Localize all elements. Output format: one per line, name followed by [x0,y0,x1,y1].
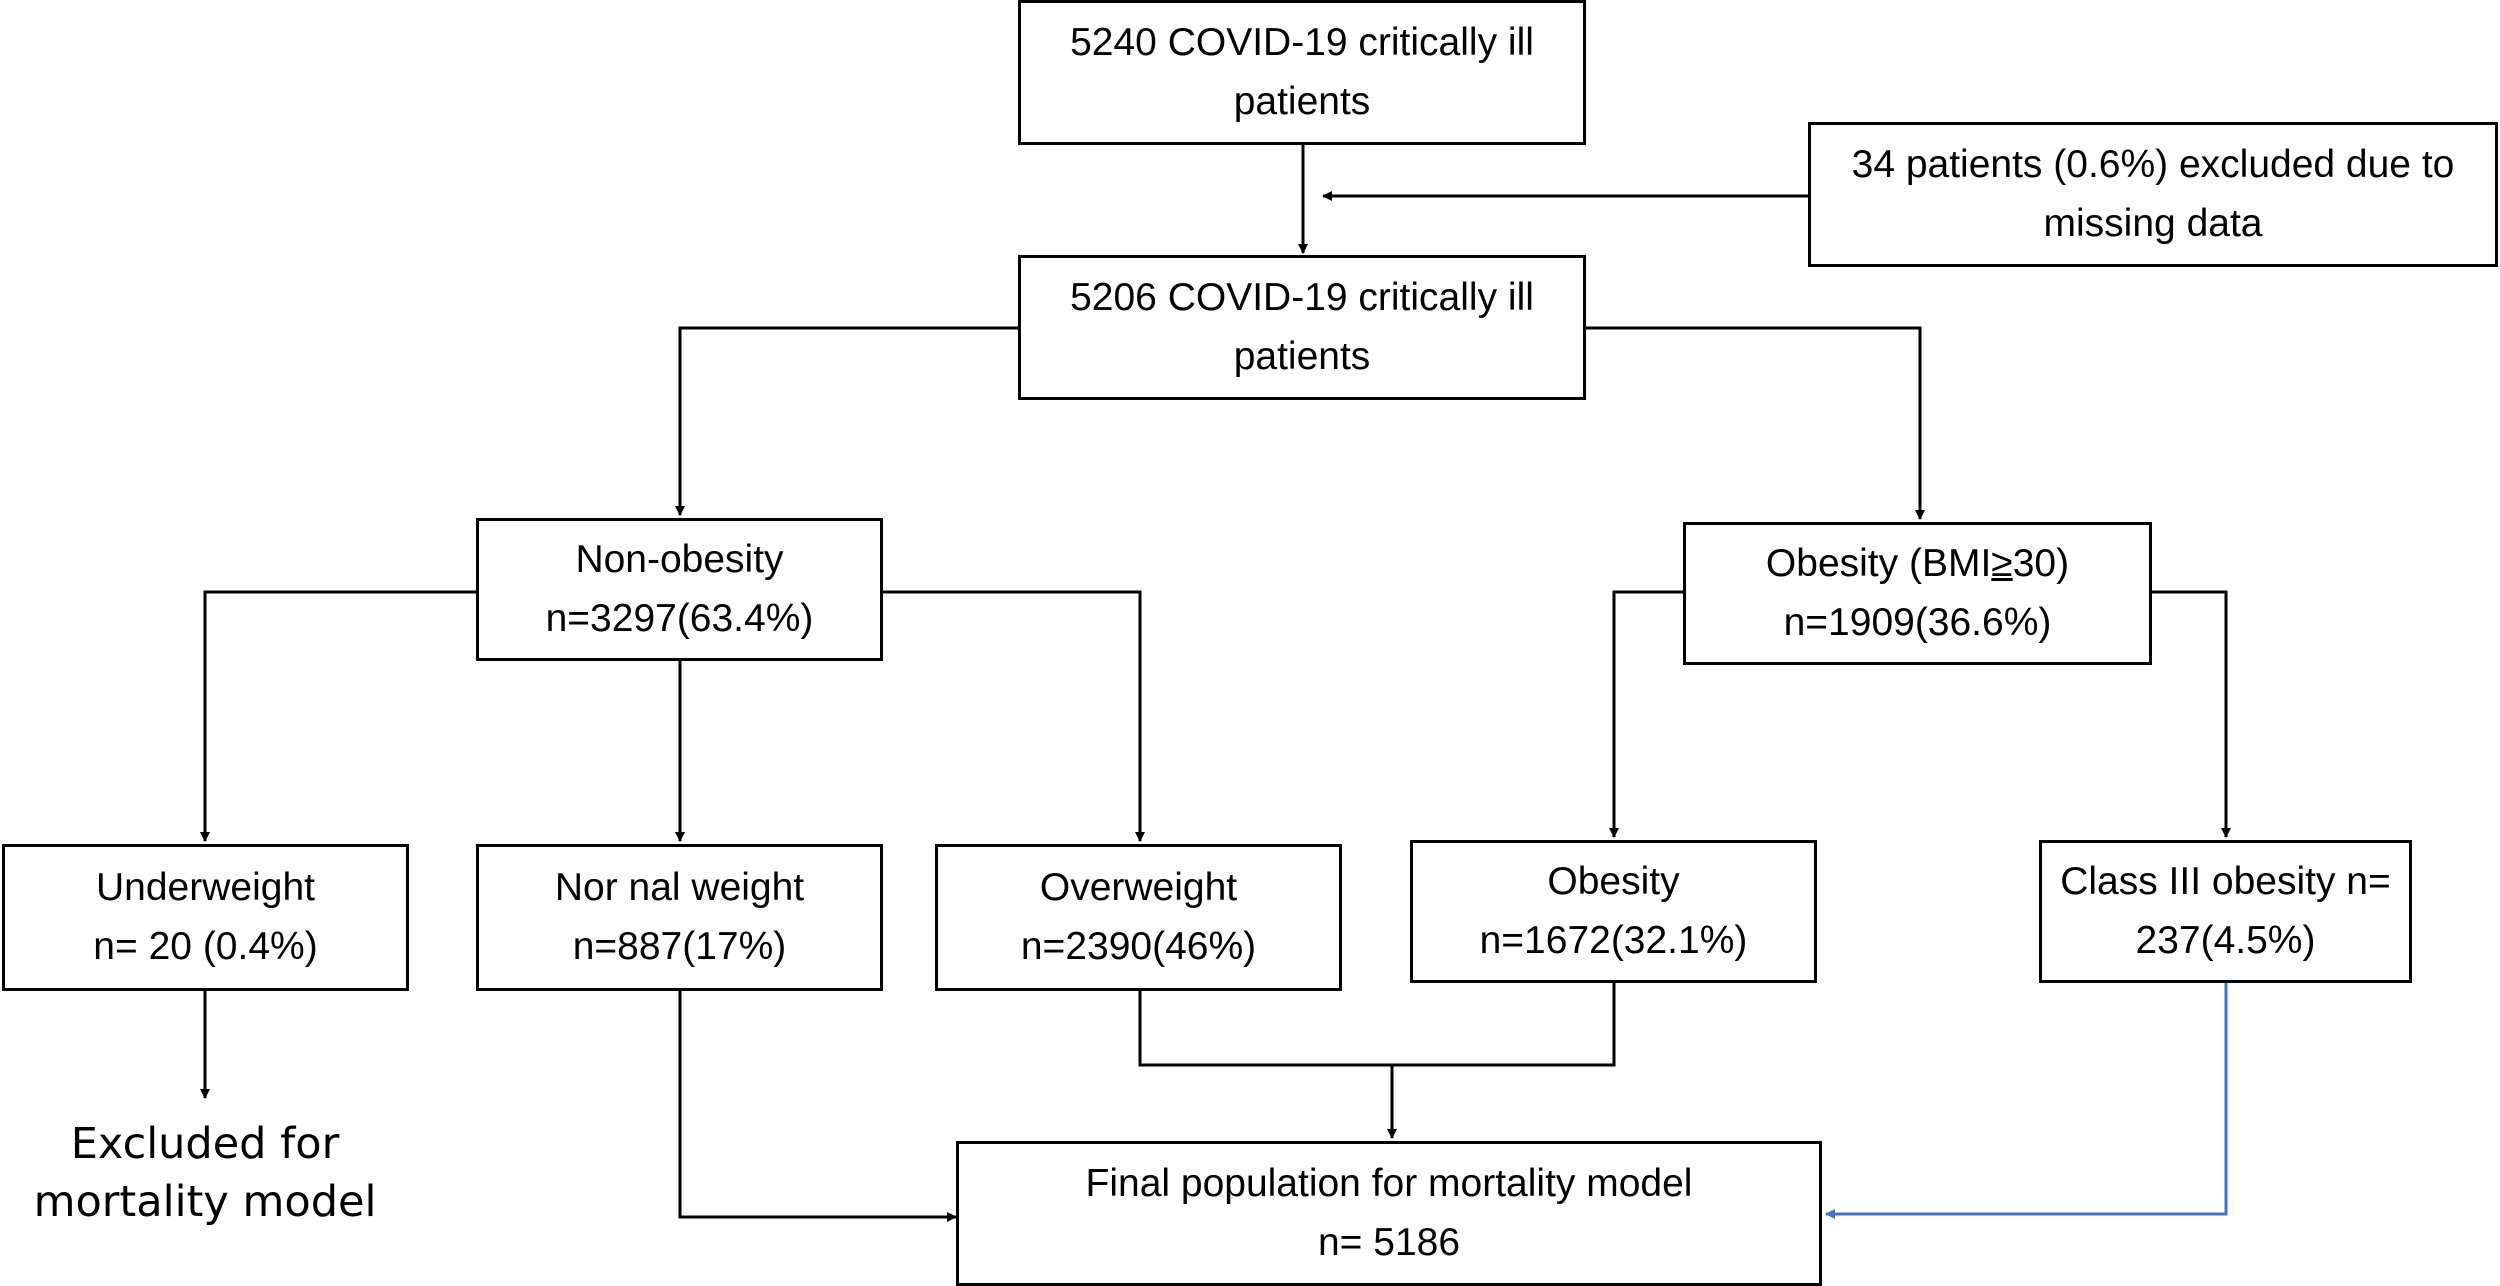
box-non-obesity: Non-obesity n=3297(63.4%) [476,518,883,661]
box-after-line1: 5206 COVID-19 critically ill [1070,276,1534,319]
arrow-to-non-obesity [675,326,1018,516]
box-class3-line2: 237(4.5%) [2135,918,2316,962]
box-class3-obesity: Class III obesity n= 237(4.5%) [2039,840,2412,983]
box-overweight-line1: Overweight [1039,866,1238,909]
box-excluded-line2: missing data [2043,201,2263,245]
box-underweight-line1: Underweight [96,866,315,909]
arrow-to-overweight [883,590,1145,842]
box-obesity-group: Obesity (BMI≥30) n=1909(36.6%) [1683,522,2152,665]
box-normal-weight-line2: n=887(17%) [572,924,787,968]
box-final-line2: n= 5186 [1317,1220,1461,1264]
box-start-line2: patients [1233,79,1371,123]
excluded-for-mortality-label: Excluded for mortality model [0,1115,410,1231]
excluded-label-line1: Excluded for [70,1119,340,1169]
box-obesity-group-line2: n=1909(36.6%) [1783,600,2052,644]
excluded-label-line2: mortality model [33,1177,377,1228]
arrow-to-class3 [2152,590,2231,838]
connector-overweight-obesity [1138,983,1616,1067]
box-start: 5240 COVID-19 critically ill patients [1018,0,1586,145]
box-overweight: Overweight n=2390(46%) [935,844,1342,991]
box-obesity-line2: n=1672(32.1%) [1479,918,1748,962]
box-after-exclusion: 5206 COVID-19 critically ill patients [1018,255,1586,400]
box-underweight: Underweight n= 20 (0.4%) [2,844,409,991]
box-obesity-line1: Obesity [1547,860,1680,903]
box-final-population: Final population for mortality model n= … [956,1141,1822,1286]
box-underweight-line2: n= 20 (0.4%) [93,924,318,968]
box-excluded-line1: 34 patients (0.6%) excluded due to [1851,143,2455,186]
box-final-line1: Final population for mortality model [1085,1162,1693,1205]
box-class3-line1: Class III obesity n= [2060,860,2391,903]
box-obesity-group-line1: Obesity (BMI≥30) [1765,542,2070,585]
arrow-normal-to-final [678,991,957,1222]
box-obesity: Obesity n=1672(32.1%) [1410,840,1817,983]
arrow-to-obesity [1609,590,1683,838]
box-non-obesity-line1: Non-obesity [575,538,784,581]
arrow-to-obesity-group [1586,326,1925,520]
box-non-obesity-line2: n=3297(63.4%) [545,596,814,640]
box-overweight-line2: n=2390(46%) [1020,924,1257,968]
box-start-line1: 5240 COVID-19 critically ill [1070,21,1534,64]
box-normal-weight: Nor nal weight n=887(17%) [476,844,883,991]
box-normal-weight-line1: Nor nal weight [554,866,805,909]
arrow-to-underweight [200,590,476,842]
box-excluded-missing-data: 34 patients (0.6%) excluded due to missi… [1808,122,2498,267]
box-after-line2: patients [1233,334,1371,378]
arrow-class3-to-final [1825,983,2228,1219]
